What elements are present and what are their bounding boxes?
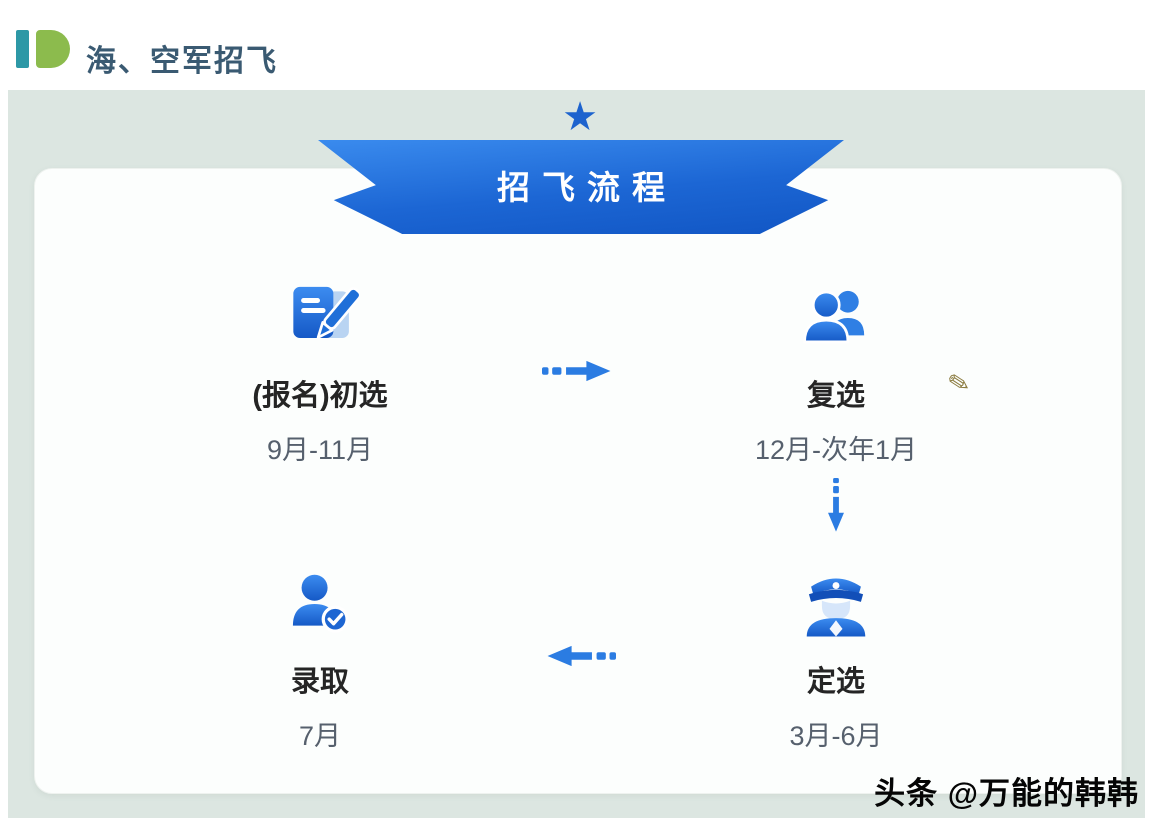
header: 海、空军招飞 — [0, 0, 1153, 90]
step-date: 12月-次年1月 — [754, 435, 918, 465]
arrow-left-icon — [542, 642, 616, 675]
people-icon — [696, 272, 976, 364]
document-pen-icon — [180, 272, 460, 364]
step-label: 复选 — [806, 380, 865, 412]
logo-green-shape — [36, 30, 70, 68]
step-initial-selection: (报名)初选 9月-11月 — [180, 272, 460, 467]
arrow-down-icon — [825, 478, 847, 541]
step-reselection: 复选 12月-次年1月 — [696, 272, 976, 467]
step-date: 7月 — [298, 721, 342, 751]
process-ribbon: 招飞流程 — [318, 140, 844, 234]
star-icon: ★ — [562, 95, 598, 139]
officer-icon — [696, 558, 976, 650]
content-card — [34, 168, 1122, 794]
section-logo-icon — [16, 28, 74, 70]
watermark: 头条 @万能的韩韩 — [874, 776, 1139, 811]
step-final-selection: 定选 3月-6月 — [696, 558, 976, 753]
page-title: 海、空军招飞 — [86, 45, 278, 78]
arrow-right-icon — [542, 357, 616, 390]
step-admission: 录取 7月 — [180, 558, 460, 753]
logo-teal-bar — [16, 30, 29, 68]
step-label: (报名)初选 — [252, 380, 388, 412]
person-check-icon — [180, 558, 460, 650]
step-date: 3月-6月 — [789, 721, 883, 751]
step-date: 9月-11月 — [266, 435, 374, 465]
ribbon-title: 招飞流程 — [497, 169, 677, 206]
step-label: 定选 — [806, 666, 865, 698]
step-label: 录取 — [290, 666, 349, 698]
